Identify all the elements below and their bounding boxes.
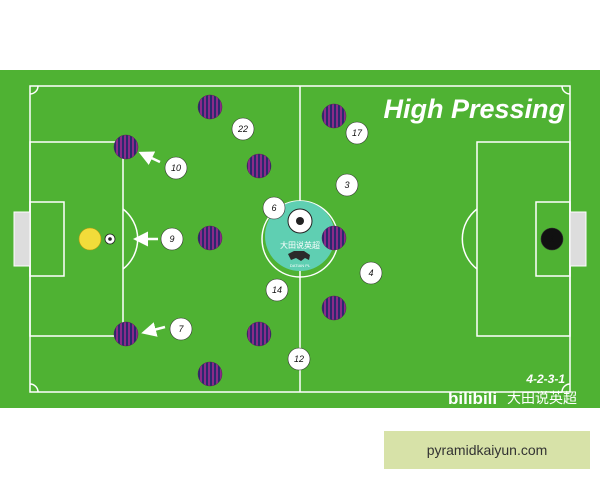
striped-player [197, 361, 223, 387]
striped-player [321, 295, 347, 321]
player-number: 7 [178, 324, 184, 334]
press-arrow [141, 322, 166, 337]
white-player: 10 [164, 156, 188, 180]
press-arrow [138, 151, 161, 166]
striped-player [113, 134, 139, 160]
striped-player [246, 321, 272, 347]
white-player: 14 [265, 278, 289, 302]
white-player: 6 [262, 196, 286, 220]
watermark-channel: 大田说英超 [507, 390, 577, 407]
white-player: 7 [169, 317, 193, 341]
player-disc [164, 156, 188, 180]
player-disc [160, 227, 184, 251]
striped-team [113, 94, 347, 387]
player-disc [359, 261, 383, 285]
white-player: 12 [287, 347, 311, 371]
yellow-player-group [78, 227, 116, 251]
footer-site: pyramidkaiyun.com [426, 442, 548, 458]
footer-badge: pyramidkaiyun.com [384, 431, 590, 469]
player-number: 6 [271, 203, 276, 213]
player-number: 9 [169, 234, 174, 244]
striped-player [321, 103, 347, 129]
striped-player [197, 225, 223, 251]
striped-player [321, 225, 347, 251]
player-disc [540, 227, 564, 251]
white-player: 4 [359, 261, 383, 285]
player-disc [265, 278, 289, 302]
striped-player [246, 153, 272, 179]
player-number: 1 [549, 234, 554, 244]
player-number: 22 [237, 124, 248, 134]
diagram-title: High Pressing [383, 94, 565, 124]
white-team: 1 22 17 10 3 6 9 4 14 7 12 [160, 117, 564, 371]
player-disc [231, 117, 255, 141]
lion-icon [288, 251, 310, 261]
pressing-arrows [133, 151, 166, 337]
player-disc [169, 317, 193, 341]
watermark-brand: bilibili [448, 389, 497, 408]
formation-label: 4-2-3-1 [525, 372, 565, 386]
yellow-player [78, 227, 102, 251]
striped-player [113, 321, 139, 347]
white-player: 22 [231, 117, 255, 141]
player-number: 12 [294, 354, 304, 364]
white-player: 1 [540, 227, 564, 251]
player-number: 10 [171, 163, 181, 173]
white-player: 3 [335, 173, 359, 197]
player-number: 14 [272, 285, 282, 295]
player-number: 4 [368, 268, 373, 278]
pitch-diagram: 大田说英超 DATIAN PL High Pressing 1 22 17 10 3 6 9… [0, 70, 600, 408]
player-number: 3 [344, 180, 349, 190]
player-disc [287, 347, 311, 371]
badge-sub: DATIAN PL [290, 263, 311, 268]
striped-player [197, 94, 223, 120]
player-number: 17 [352, 128, 363, 138]
player-disc [345, 121, 369, 145]
ball-icon [104, 233, 116, 245]
player-disc [262, 196, 286, 220]
badge-name: 大田说英超 [280, 240, 320, 250]
center-badge: 大田说英超 DATIAN PL [265, 201, 335, 271]
player-disc [335, 173, 359, 197]
white-player: 17 [345, 121, 369, 145]
left-goal [13, 211, 31, 267]
white-player: 9 [160, 227, 184, 251]
right-goal [569, 211, 587, 267]
